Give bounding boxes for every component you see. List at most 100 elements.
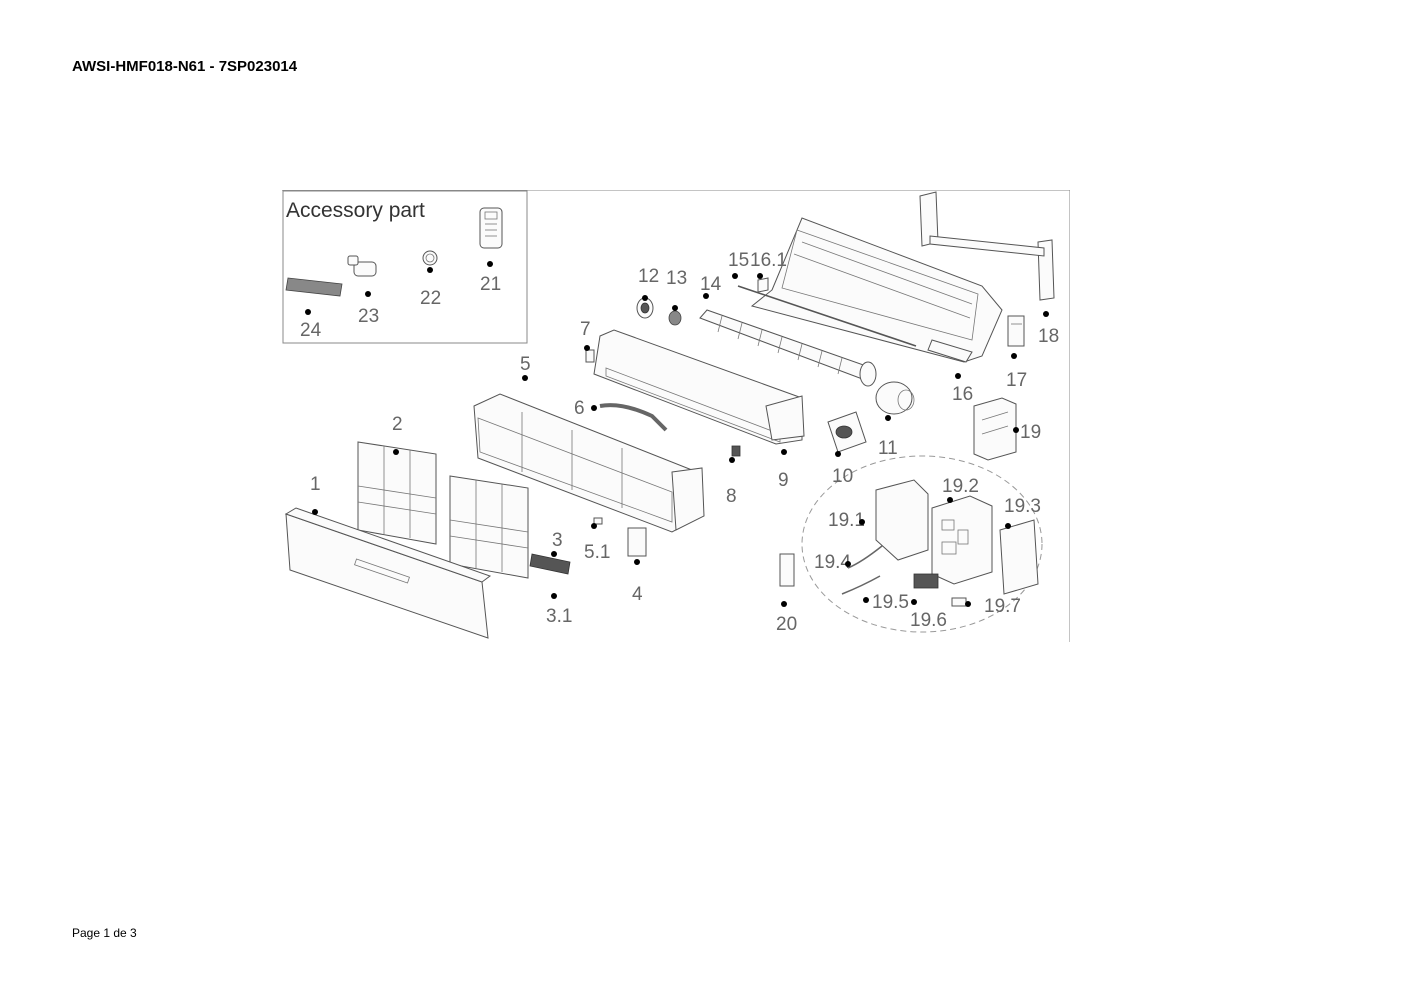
swing-rod-drawing bbox=[737, 277, 917, 347]
chassis-drawing bbox=[750, 217, 1003, 363]
part-label-1: 1 bbox=[310, 474, 321, 495]
front-panel-drawing bbox=[284, 507, 492, 639]
board-cover-drawing bbox=[999, 519, 1039, 595]
part-label-16-1: 16.1 bbox=[750, 250, 787, 271]
part-label-19-4: 19.4 bbox=[814, 552, 851, 573]
part-label-21: 21 bbox=[480, 274, 501, 295]
part-label-12: 12 bbox=[638, 266, 659, 287]
sensor-drawing bbox=[585, 349, 595, 363]
part-label-19-5: 19.5 bbox=[872, 592, 909, 613]
part-marker-19-3 bbox=[1005, 523, 1011, 529]
drain-hose-drawing bbox=[599, 403, 668, 432]
part-marker-5 bbox=[522, 375, 528, 381]
part-marker-22 bbox=[427, 267, 433, 273]
part-marker-23 bbox=[365, 291, 371, 297]
step-motor-drawing bbox=[731, 445, 741, 457]
accessory-box bbox=[282, 190, 528, 344]
part-marker-3 bbox=[551, 551, 557, 557]
part-marker-19-4 bbox=[845, 561, 851, 567]
part-label-19-1: 19.1 bbox=[828, 510, 865, 531]
part-marker-12 bbox=[642, 295, 648, 301]
bearing-drawing bbox=[636, 297, 654, 319]
pipe-insulation-drawing bbox=[285, 277, 343, 297]
display-board-drawing bbox=[529, 553, 571, 575]
part-marker-15 bbox=[732, 273, 738, 279]
part-label-16: 16 bbox=[952, 384, 973, 405]
part-marker-19-1 bbox=[859, 519, 865, 525]
part-label-6: 6 bbox=[574, 398, 585, 419]
part-label-19-2: 19.2 bbox=[942, 476, 979, 497]
part-marker-3-1 bbox=[551, 593, 557, 599]
connector-holder-drawing bbox=[1007, 315, 1025, 347]
part-label-19-7: 19.7 bbox=[984, 596, 1021, 617]
part-label-5: 5 bbox=[520, 354, 531, 375]
part-label-24: 24 bbox=[300, 320, 322, 341]
ring-drawing bbox=[422, 250, 438, 266]
part-marker-21 bbox=[487, 261, 493, 267]
part-label-11: 11 bbox=[878, 438, 898, 459]
front-frame-drawing bbox=[473, 393, 705, 533]
part-label-8: 8 bbox=[726, 486, 737, 507]
sensor-part-drawing bbox=[951, 597, 967, 607]
part-marker-20 bbox=[781, 601, 787, 607]
part-marker-10 bbox=[835, 451, 841, 457]
part-label-4: 4 bbox=[632, 584, 643, 605]
part-marker-16 bbox=[955, 373, 961, 379]
part-label-19-3: 19.3 bbox=[1004, 496, 1041, 517]
part-label-23: 23 bbox=[358, 306, 379, 327]
part-marker-17 bbox=[1011, 353, 1017, 359]
part-label-10: 10 bbox=[832, 466, 853, 487]
part-label-22: 22 bbox=[420, 288, 441, 309]
part-marker-19-2 bbox=[947, 497, 953, 503]
document-title: AWSI-HMF018-N61 - 7SP023014 bbox=[72, 58, 298, 75]
part-marker-14 bbox=[703, 293, 709, 299]
part-label-20: 20 bbox=[776, 614, 797, 635]
part-label-7: 7 bbox=[580, 319, 591, 340]
remote-control-drawing bbox=[479, 207, 503, 249]
part-marker-18 bbox=[1043, 311, 1049, 317]
motor-clamp-drawing bbox=[827, 411, 867, 453]
part-20-drawing bbox=[779, 553, 795, 587]
crossflow-fan-drawing bbox=[699, 309, 877, 387]
electrical-box-drawing bbox=[973, 397, 1017, 461]
exploded-parts-diagram: Accessory part bbox=[282, 190, 1070, 642]
terminal-block-drawing bbox=[913, 573, 939, 589]
mounting-plate-drawing bbox=[919, 191, 1055, 301]
part-marker-4 bbox=[634, 559, 640, 565]
part-marker-19-5 bbox=[863, 597, 869, 603]
part-marker-11 bbox=[885, 415, 891, 421]
part-marker-9 bbox=[781, 449, 787, 455]
part-label-9: 9 bbox=[778, 470, 789, 491]
part-marker-13 bbox=[672, 305, 678, 311]
page-number: Page 1 de 3 bbox=[72, 926, 137, 940]
part-label-2: 2 bbox=[392, 414, 403, 435]
evaporator-drawing bbox=[593, 329, 805, 445]
part-marker-19-7 bbox=[965, 601, 971, 607]
cover-4-drawing bbox=[627, 527, 647, 557]
part-marker-24 bbox=[305, 309, 311, 315]
bearing-rubber-drawing bbox=[668, 310, 682, 326]
part-marker-19-6 bbox=[911, 599, 917, 605]
part-marker-19 bbox=[1013, 427, 1019, 433]
part-marker-16-1 bbox=[757, 273, 763, 279]
part-marker-8 bbox=[729, 457, 735, 463]
part-label-3-1: 3.1 bbox=[546, 606, 572, 627]
part-label-19: 19 bbox=[1020, 422, 1041, 443]
part-marker-6 bbox=[591, 405, 597, 411]
part-label-3: 3 bbox=[552, 530, 563, 551]
electrical-box-cover-drawing bbox=[875, 479, 929, 561]
drain-joint-drawing bbox=[347, 255, 377, 277]
air-filter-left-drawing bbox=[357, 441, 437, 545]
part-marker-2 bbox=[393, 449, 399, 455]
part-label-17: 17 bbox=[1006, 370, 1027, 391]
part-marker-1 bbox=[312, 509, 318, 515]
control-board-drawing bbox=[931, 495, 993, 585]
part-label-14: 14 bbox=[700, 274, 722, 295]
diagram-canvas: Accessory part bbox=[282, 190, 1070, 642]
air-filter-right-drawing bbox=[449, 475, 529, 579]
cable-drawing bbox=[841, 545, 883, 595]
fan-motor-drawing bbox=[875, 381, 915, 415]
part-label-15: 15 bbox=[728, 250, 749, 271]
part-marker-7 bbox=[584, 345, 590, 351]
